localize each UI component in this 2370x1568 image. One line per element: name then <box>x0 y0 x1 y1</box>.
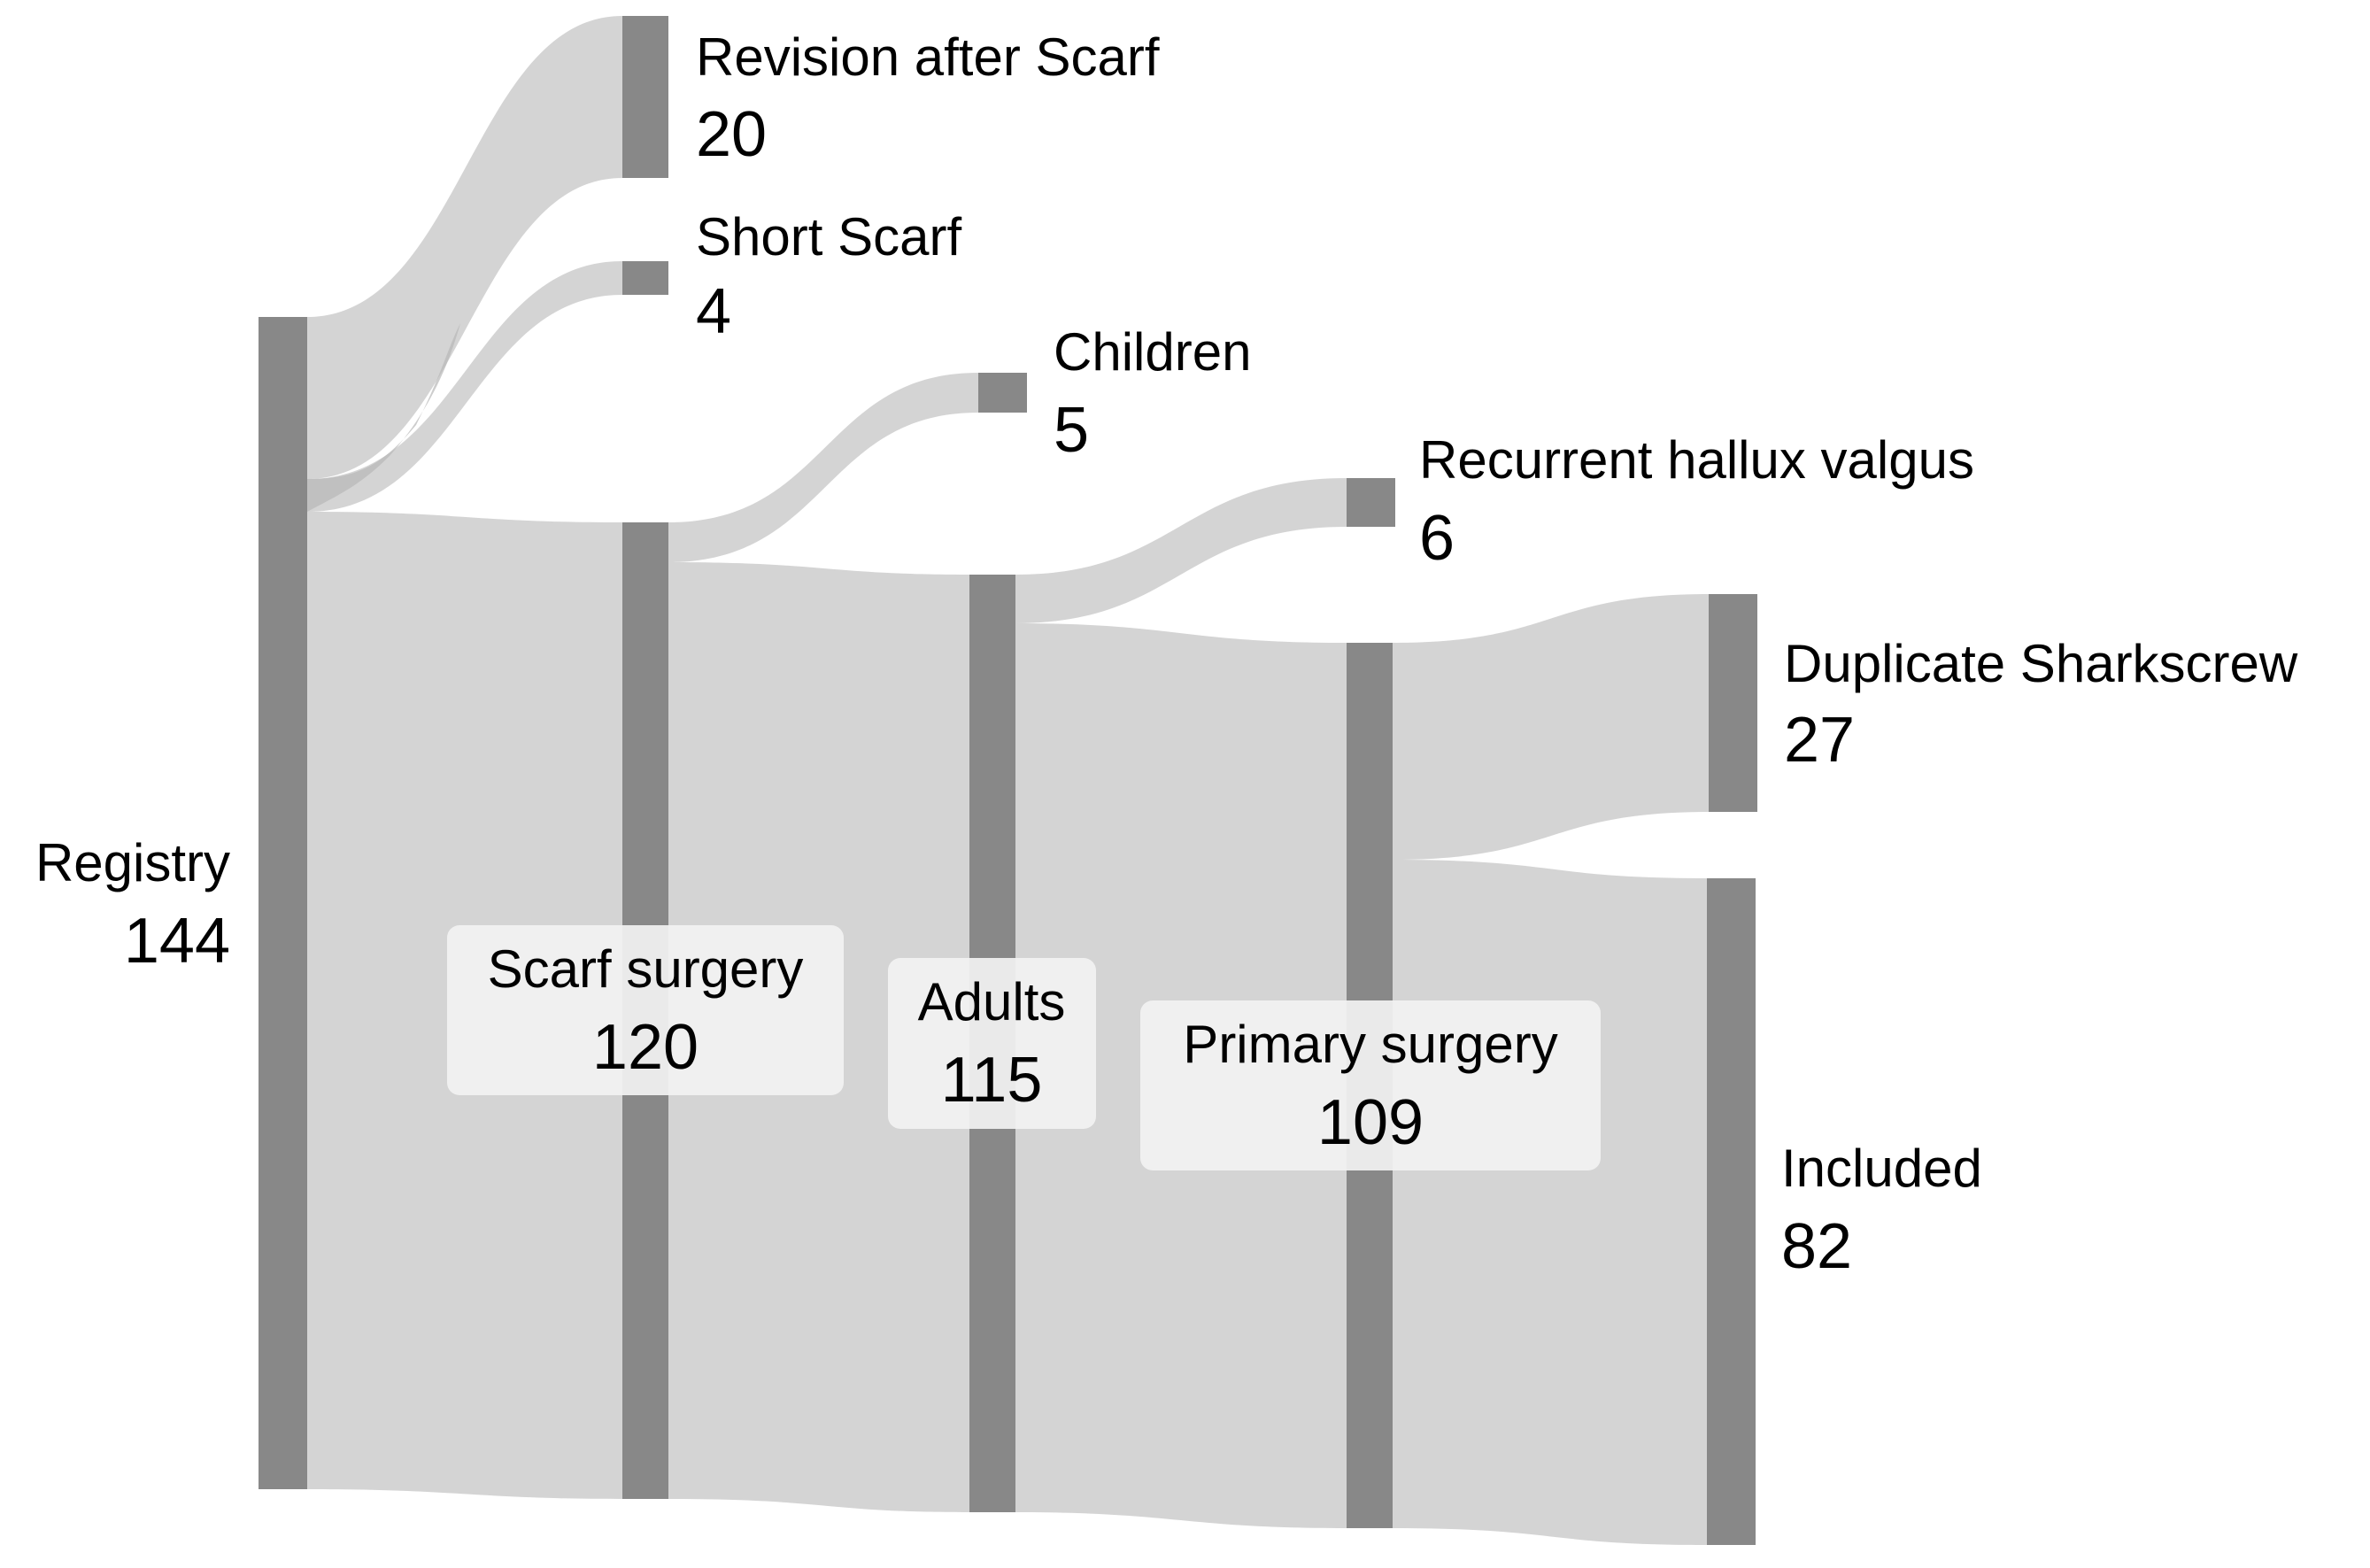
label-adults-name: Adults <box>918 972 1066 1031</box>
label-primary-value: 109 <box>1317 1087 1424 1158</box>
link-overlap-shade <box>307 323 460 512</box>
label-children-name: Children <box>1054 322 1251 382</box>
link-scarf-children <box>668 373 978 562</box>
label-short-value: 4 <box>696 276 731 347</box>
labels: Registry 144 Revision after Scarf 20 Sho… <box>35 27 2298 1282</box>
label-included-name: Included <box>1781 1139 1982 1198</box>
label-boxes <box>447 925 1601 1170</box>
label-short-name: Short Scarf <box>696 207 961 266</box>
label-children-value: 5 <box>1054 395 1089 466</box>
label-scarf-name: Scarf surgery <box>488 939 804 999</box>
label-scarf-value: 120 <box>592 1012 699 1083</box>
node-revision-after-scarf <box>622 16 668 178</box>
label-duplicate-value: 27 <box>1784 705 1855 776</box>
label-adults-value: 115 <box>941 1045 1043 1116</box>
label-duplicate-name: Duplicate Sharkscrew <box>1784 634 2298 693</box>
node-children <box>978 373 1027 413</box>
label-primary-name: Primary surgery <box>1183 1015 1557 1074</box>
label-revision-name: Revision after Scarf <box>696 27 1160 87</box>
link-primary-included <box>1393 860 1707 1545</box>
node-recurrent-hallux-valgus <box>1347 478 1395 527</box>
label-recurrent-value: 6 <box>1419 503 1455 574</box>
label-box-scarf-surgery <box>447 925 844 1095</box>
label-revision-value: 20 <box>696 99 767 170</box>
label-box-adults <box>888 958 1096 1129</box>
node-included <box>1707 878 1756 1545</box>
link-primary-duplicate <box>1393 594 1709 860</box>
nodes <box>259 16 1757 1545</box>
node-duplicate-sharkscrew <box>1709 594 1757 812</box>
label-included-value: 82 <box>1781 1211 1852 1282</box>
link-registry-short <box>307 261 622 512</box>
node-registry <box>259 317 307 1489</box>
label-recurrent-name: Recurrent hallux valgus <box>1419 430 1974 490</box>
label-registry-value: 144 <box>124 906 230 977</box>
label-box-primary-surgery <box>1140 1000 1601 1170</box>
node-short-scarf <box>622 261 668 295</box>
link-adults-recurrent <box>1015 478 1347 623</box>
link-registry-revision <box>307 16 622 479</box>
label-registry-name: Registry <box>35 833 230 892</box>
